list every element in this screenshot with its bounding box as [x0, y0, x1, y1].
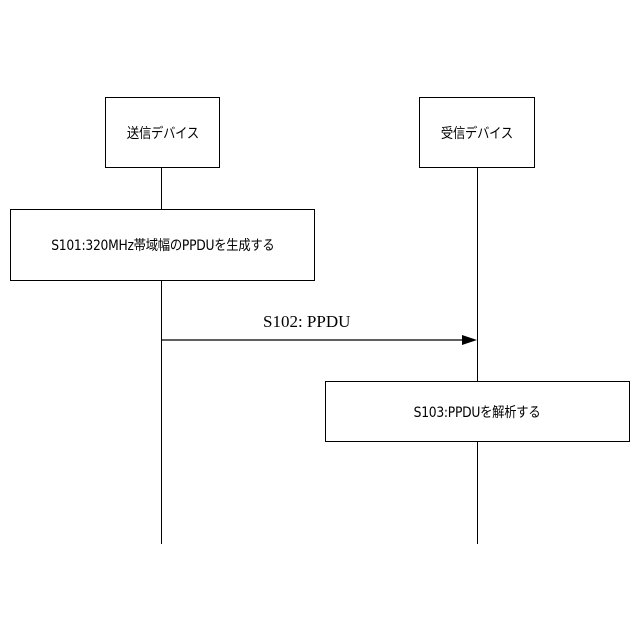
step-s103-box: S103:PPDUを解析する [325, 381, 630, 442]
step-s103-label: S103:PPDUを解析する [414, 402, 541, 422]
